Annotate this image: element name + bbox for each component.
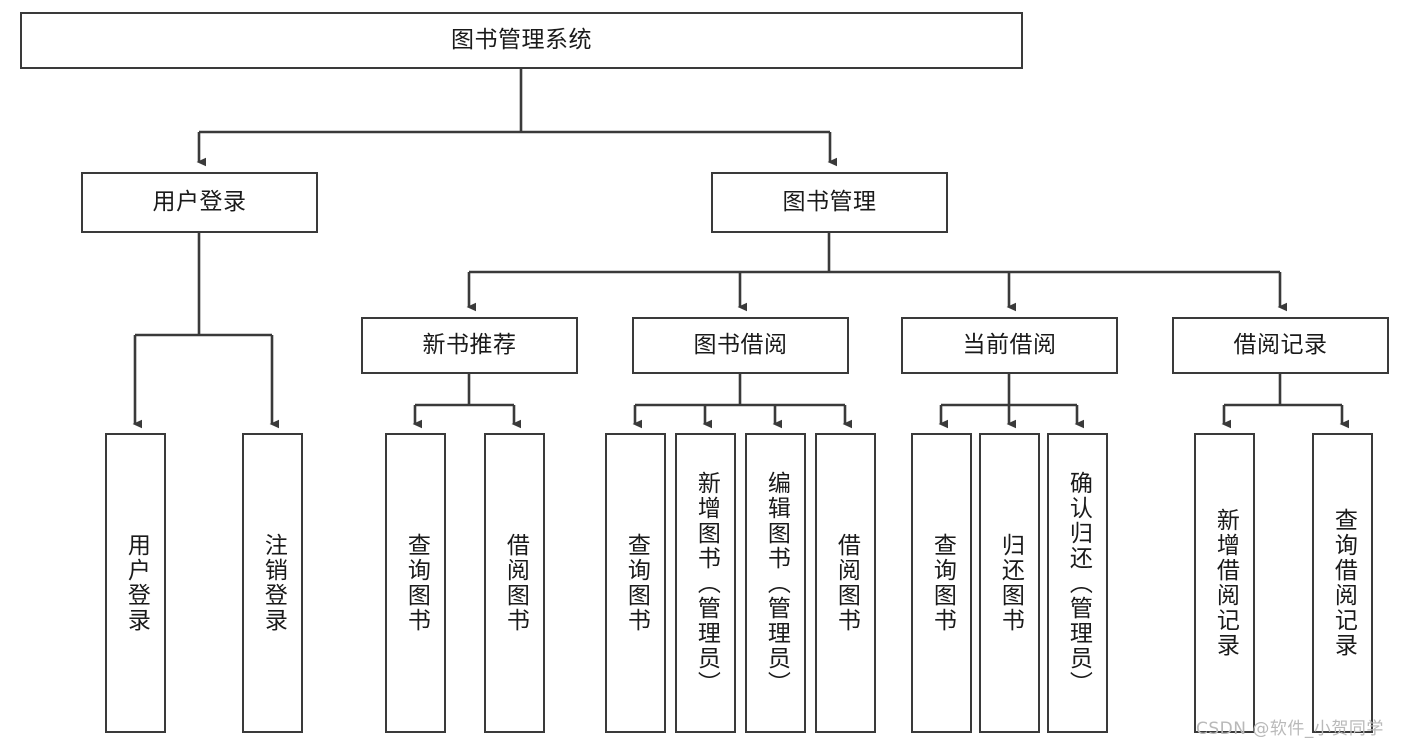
node-book-borrow-label: 图书借阅 — [693, 332, 788, 358]
node-root[interactable]: 图书管理系统 — [20, 12, 1023, 69]
node-user-login-label: 用户登录 — [152, 189, 247, 215]
node-book-management[interactable]: 图书管理 — [711, 172, 948, 233]
node-new-book-recommend[interactable]: 新书推荐 — [361, 317, 578, 374]
leaf-edit-book-label: 编辑图书（管理员） — [763, 470, 790, 696]
leaf-user-logout-label: 注销登录 — [260, 533, 287, 633]
leaf-add-book-label: 新增图书（管理员） — [693, 470, 720, 696]
node-user-login[interactable]: 用户登录 — [81, 172, 318, 233]
leaf-add-book[interactable]: 新增图书（管理员） — [675, 433, 736, 733]
leaf-query-book-3-label: 查询图书 — [929, 533, 956, 633]
leaf-query-book-3[interactable]: 查询图书 — [911, 433, 972, 733]
leaf-query-book-2-label: 查询图书 — [623, 533, 650, 633]
leaf-borrow-book-2-label: 借阅图书 — [833, 533, 860, 633]
leaf-add-record[interactable]: 新增借阅记录 — [1194, 433, 1255, 733]
leaf-return-book-label: 归还图书 — [997, 533, 1024, 633]
node-new-book-recommend-label: 新书推荐 — [422, 332, 517, 358]
leaf-query-book-1-label: 查询图书 — [403, 533, 430, 633]
leaf-query-book-2[interactable]: 查询图书 — [605, 433, 666, 733]
leaf-return-book[interactable]: 归还图书 — [979, 433, 1040, 733]
leaf-query-record[interactable]: 查询借阅记录 — [1312, 433, 1373, 733]
leaf-borrow-book-1-label: 借阅图书 — [502, 533, 529, 633]
leaf-user-logout[interactable]: 注销登录 — [242, 433, 303, 733]
leaf-borrow-book-1[interactable]: 借阅图书 — [484, 433, 545, 733]
leaf-edit-book[interactable]: 编辑图书（管理员） — [745, 433, 806, 733]
node-borrow-record[interactable]: 借阅记录 — [1172, 317, 1389, 374]
node-book-borrow[interactable]: 图书借阅 — [632, 317, 849, 374]
leaf-query-book-1[interactable]: 查询图书 — [385, 433, 446, 733]
leaf-user-login[interactable]: 用户登录 — [105, 433, 166, 733]
leaf-confirm-return[interactable]: 确认归还（管理员） — [1047, 433, 1108, 733]
csdn-watermark: CSDN @软件_小贺同学 — [1196, 719, 1384, 739]
leaf-borrow-book-2[interactable]: 借阅图书 — [815, 433, 876, 733]
node-current-borrow[interactable]: 当前借阅 — [901, 317, 1118, 374]
node-root-label: 图书管理系统 — [451, 27, 592, 53]
leaf-user-login-label: 用户登录 — [123, 533, 150, 633]
leaf-confirm-return-label: 确认归还（管理员） — [1065, 470, 1092, 696]
node-borrow-record-label: 借阅记录 — [1233, 332, 1328, 358]
node-current-borrow-label: 当前借阅 — [962, 332, 1057, 358]
leaf-add-record-label: 新增借阅记录 — [1212, 508, 1239, 658]
leaf-query-record-label: 查询借阅记录 — [1330, 508, 1357, 658]
node-book-management-label: 图书管理 — [782, 189, 877, 215]
